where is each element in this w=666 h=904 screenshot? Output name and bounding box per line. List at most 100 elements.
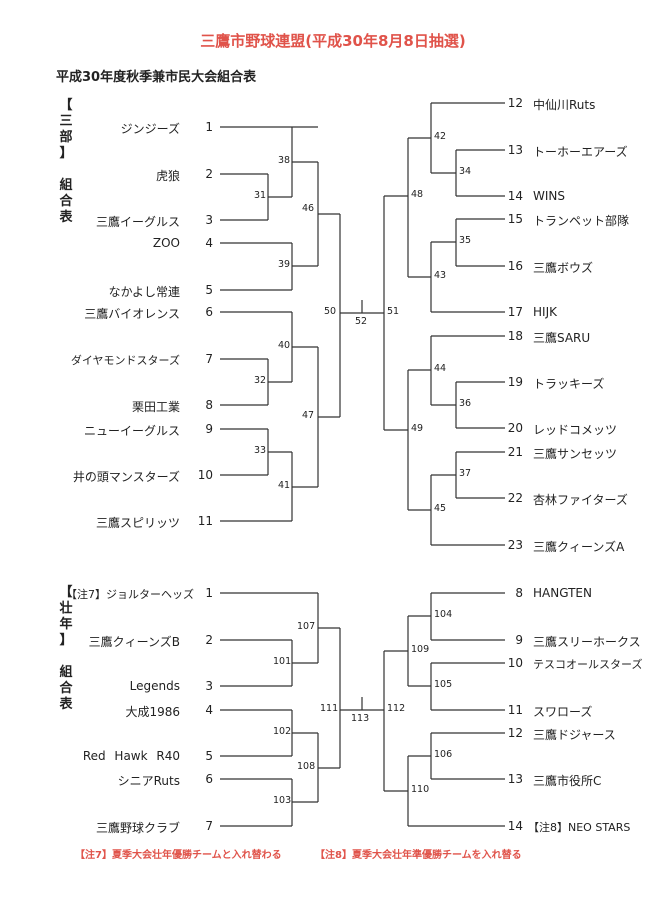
team-seed: 23 bbox=[507, 538, 523, 552]
team-seed: 4 bbox=[205, 703, 213, 717]
team-seed: 11 bbox=[507, 703, 523, 717]
match-number: 38 bbox=[278, 155, 291, 166]
team-seed: 6 bbox=[205, 772, 213, 786]
team-name: トーホーエアーズ bbox=[533, 145, 628, 159]
match-number: 44 bbox=[434, 363, 447, 374]
match-number: 111 bbox=[320, 703, 339, 714]
note-7: 【注7】夏季大会壮年優勝チームと入れ替わる bbox=[75, 850, 282, 861]
team-seed: 4 bbox=[205, 236, 213, 250]
match-number: 32 bbox=[254, 375, 267, 386]
team-name: WINS bbox=[533, 189, 565, 203]
team-seed: 22 bbox=[507, 491, 523, 505]
team-name: HANGTEN bbox=[533, 586, 592, 600]
match-number: 49 bbox=[411, 423, 424, 434]
team-name: 三鷹サンセッツ bbox=[533, 447, 618, 461]
team-name: 三鷹野球クラブ bbox=[95, 821, 180, 835]
team-name: 中仙川Ruts bbox=[533, 98, 596, 112]
team-name: レッドコメッツ bbox=[533, 423, 618, 437]
team-name: 大成1986 bbox=[125, 705, 180, 719]
team-seed: 14 bbox=[507, 819, 523, 833]
label-char: 【 bbox=[59, 98, 73, 113]
team-name: 虎狼 bbox=[155, 169, 180, 183]
match-number: 42 bbox=[434, 131, 447, 142]
team-name: 三鷹クィーンズB bbox=[88, 635, 180, 649]
match-number: 109 bbox=[411, 644, 430, 655]
team-seed: 10 bbox=[197, 468, 213, 482]
team-seed: 12 bbox=[507, 726, 523, 740]
team-seed: 10 bbox=[507, 656, 523, 670]
team-seed: 5 bbox=[205, 283, 213, 297]
match-number: 31 bbox=[254, 190, 267, 201]
team-seed: 13 bbox=[507, 143, 523, 157]
match-number: 35 bbox=[459, 235, 472, 246]
team-name: 三鷹SARU bbox=[533, 331, 591, 345]
team-seed: 14 bbox=[507, 189, 523, 203]
match-number: 106 bbox=[434, 749, 453, 760]
match-number: 46 bbox=[302, 203, 315, 214]
match-number: 104 bbox=[434, 609, 453, 620]
page-subtitle: 平成30年度秋季兼市民大会組合表 bbox=[56, 70, 257, 85]
team-seed: 8 bbox=[515, 586, 523, 600]
match-number: 40 bbox=[278, 340, 291, 351]
match-number: 43 bbox=[434, 270, 447, 281]
team-name: 三鷹バイオレンス bbox=[84, 307, 180, 321]
match-number: 37 bbox=[459, 468, 472, 479]
team-seed: 6 bbox=[205, 305, 213, 319]
team-seed: 19 bbox=[507, 375, 523, 389]
match-number: 103 bbox=[273, 795, 292, 806]
team-name: 栗田工業 bbox=[131, 400, 180, 414]
team-seed: 12 bbox=[507, 96, 523, 110]
team-name: Red Hawk R40 bbox=[82, 749, 180, 763]
match-number: 51 bbox=[387, 306, 400, 317]
match-number: 41 bbox=[278, 480, 291, 491]
team-seed: 15 bbox=[507, 212, 523, 226]
match-number: 36 bbox=[459, 398, 472, 409]
team-name: Legends bbox=[129, 679, 180, 693]
match-number: 101 bbox=[273, 656, 292, 667]
team-seed: 9 bbox=[205, 422, 213, 436]
team-name: 三鷹市役所C bbox=[533, 774, 602, 788]
team-name: スワローズ bbox=[533, 705, 593, 719]
team-name: なかよし常連 bbox=[108, 285, 180, 299]
team-name: 杏林ファイターズ bbox=[533, 493, 628, 507]
match-number: 113 bbox=[351, 713, 370, 724]
match-number: 102 bbox=[273, 726, 292, 737]
team-seed: 7 bbox=[205, 352, 213, 366]
label-char: 合 bbox=[59, 681, 73, 696]
team-seed: 9 bbox=[515, 633, 523, 647]
label-char: 壮 bbox=[59, 601, 73, 616]
team-seed: 5 bbox=[205, 749, 213, 763]
label-char: 年 bbox=[59, 617, 73, 632]
division2-label: 【 壮 年 】 組 合 表 bbox=[58, 585, 74, 713]
match-number: 105 bbox=[434, 679, 453, 690]
team-seed: 16 bbox=[507, 259, 523, 273]
team-name: テスコオールスターズ bbox=[533, 658, 643, 671]
team-name: ジンジーズ bbox=[120, 122, 180, 136]
team-seed: 13 bbox=[507, 772, 523, 786]
label-char: 表 bbox=[59, 210, 73, 225]
team-name: ニューイーグルス bbox=[83, 424, 180, 438]
note-8: 【注8】夏季大会壮年準優勝チームを入れ替る bbox=[315, 850, 522, 861]
label-char: 】 bbox=[59, 633, 73, 648]
team-name: シニアRuts bbox=[117, 774, 180, 788]
team-name: トランペット部隊 bbox=[533, 214, 630, 228]
team-name: 三鷹イーグルス bbox=[95, 215, 180, 229]
team-name: 三鷹クィーンズA bbox=[533, 540, 625, 554]
label-char: 合 bbox=[59, 194, 73, 209]
team-name: 三鷹スリーホークス bbox=[533, 635, 641, 649]
team-name: 【注8】NEO STARS bbox=[528, 821, 631, 834]
team-seed: 3 bbox=[205, 213, 213, 227]
team-name: ZOO bbox=[152, 236, 180, 250]
match-number: 112 bbox=[387, 703, 406, 714]
label-char: 組 bbox=[59, 665, 73, 680]
team-seed: 21 bbox=[507, 445, 523, 459]
team-seed: 18 bbox=[507, 329, 523, 343]
team-seed: 2 bbox=[205, 167, 213, 181]
label-char: 表 bbox=[59, 697, 73, 712]
label-char: 【 bbox=[59, 585, 73, 600]
match-number: 47 bbox=[302, 410, 315, 421]
match-number: 50 bbox=[324, 306, 337, 317]
match-number: 52 bbox=[355, 316, 368, 327]
